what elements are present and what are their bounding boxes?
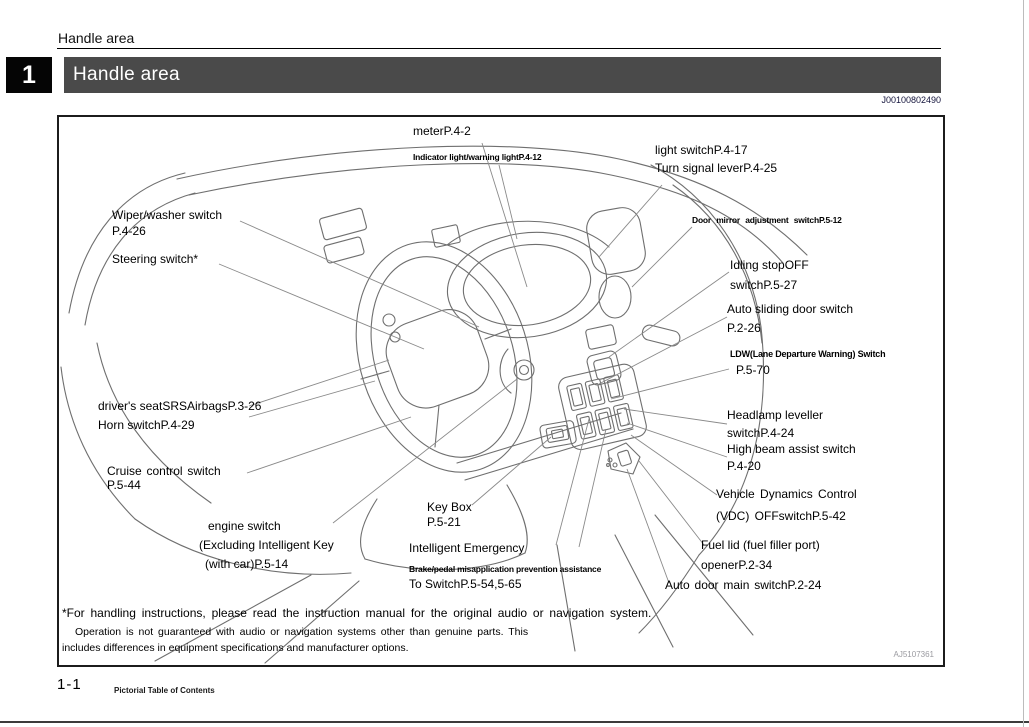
- figure-box: [57, 115, 945, 667]
- footnote-line3: includes differences in equipment specif…: [62, 642, 409, 654]
- label-key-box: Key Box P.5-21: [427, 500, 472, 530]
- label-cruise-line1: Cruise control switch: [107, 464, 221, 478]
- dashboard-line-art: [60, 142, 808, 664]
- label-steering: Steering switch*: [112, 252, 199, 266]
- label-idling-line1: Idling stopOFF: [730, 258, 809, 272]
- label-ldw: LDW(Lane Departure Warning) Switch P.5-7…: [730, 349, 886, 377]
- footer-section-title: Pictorial Table of Contents: [114, 686, 215, 695]
- label-airbag-line1: driver's seatSRSAirbagsP.3-26: [98, 399, 262, 413]
- footnote-line2: Operation is not guaranteed with audio o…: [75, 626, 529, 638]
- label-vdc: Vehicle Dynamics Control (VDC) OFFswitch…: [716, 483, 857, 527]
- label-meter: meterP.4-2 Indicator light/warning light…: [413, 124, 542, 166]
- label-ldw-line2: P.5-70: [736, 363, 770, 377]
- header-rule: [57, 48, 941, 49]
- chapter-tab: 1: [6, 57, 52, 93]
- label-high-beam-line2: P.4-20: [727, 459, 761, 473]
- page-edge-line: [1023, 0, 1024, 727]
- label-light-switch-line2: Turn signal leverP.4-25: [655, 161, 778, 175]
- label-fuel-lid-line1: Fuel lid (fuel filler port): [701, 538, 820, 552]
- label-auto-door: Auto door main switchP.2-24: [665, 578, 822, 592]
- label-engine: engine switch (Excluding Intelligent Key…: [199, 517, 334, 574]
- label-key-box-line1: Key Box: [427, 500, 472, 514]
- bottom-rule: [0, 721, 1029, 723]
- label-headlamp-line1: Headlamp leveller: [727, 408, 824, 422]
- label-engine-line1: engine switch: [208, 519, 281, 533]
- label-engine-line2: (Excluding Intelligent Key: [199, 538, 334, 552]
- label-vdc-line1: Vehicle Dynamics Control: [716, 487, 857, 501]
- label-auto-sliding-line1: Auto sliding door switch: [727, 302, 854, 316]
- label-key-box-line2: P.5-21: [427, 515, 461, 529]
- section-banner: Handle area: [64, 57, 941, 93]
- label-meter-line1: meterP.4-2: [413, 124, 471, 138]
- footnote: *For handling instructions, please read …: [62, 606, 651, 655]
- label-headlamp: Headlamp leveller switchP.4-24: [727, 406, 823, 442]
- section-banner-title: Handle area: [73, 64, 180, 85]
- label-fuel-lid-line2: openerP.2-34: [701, 558, 773, 572]
- figure-code: AJ5107361: [893, 650, 934, 659]
- label-intelligent-line3: To SwitchP.5-54,5-65: [409, 577, 522, 591]
- label-vdc-line2: (VDC) OFFswitchP.5-42: [716, 509, 846, 523]
- label-engine-line3: (with car)P.5-14: [205, 557, 289, 571]
- label-airbag: driver's seatSRSAirbagsP.3-26 Horn switc…: [98, 397, 261, 435]
- page-number: 1-1: [57, 676, 82, 693]
- label-high-beam: High beam assist switch P.4-20: [727, 441, 856, 475]
- label-high-beam-line1: High beam assist switch: [727, 442, 856, 456]
- label-idling-line2: switchP.5-27: [730, 278, 798, 292]
- label-light-switch: light switchP.4-17 Turn signal leverP.4-…: [655, 141, 777, 177]
- label-headlamp-line2: switchP.4-24: [727, 426, 795, 440]
- label-wiper-line2: P.4-26: [112, 224, 146, 238]
- label-wiper-line1: Wiper/washer switch: [112, 208, 223, 222]
- label-meter-line2: Indicator light/warning lightP.4-12: [413, 152, 542, 162]
- label-auto-sliding: Auto sliding door switch P.2-26: [727, 300, 853, 338]
- label-ldw-line1: LDW(Lane Departure Warning) Switch: [730, 349, 886, 359]
- leader-lines: [218, 142, 730, 584]
- label-door-mirror: Door mirror adjustment switchP.5-12: [692, 215, 842, 225]
- label-airbag-line2: Horn switchP.4-29: [98, 418, 195, 432]
- label-idling: Idling stopOFF switchP.5-27: [730, 255, 809, 295]
- label-intelligent: Intelligent Emergency Brake/pedal misapp…: [409, 541, 601, 591]
- label-auto-sliding-line2: P.2-26: [727, 321, 761, 335]
- label-intelligent-line2: Brake/pedal misapplication prevention as…: [409, 564, 602, 574]
- label-wiper: Wiper/washer switch P.4-26: [112, 207, 222, 239]
- label-fuel-lid: Fuel lid (fuel filler port) openerP.2-34: [701, 535, 820, 575]
- label-cruise: Cruise control switch P.5-44: [107, 464, 221, 492]
- label-light-switch-line1: light switchP.4-17: [655, 143, 748, 157]
- running-header: Handle area: [58, 30, 135, 46]
- footnote-line1: *For handling instructions, please read …: [62, 606, 652, 620]
- label-cruise-line2: P.5-44: [107, 478, 141, 492]
- label-intelligent-line1: Intelligent Emergency: [409, 541, 525, 555]
- document-code: J00100802490: [881, 95, 941, 105]
